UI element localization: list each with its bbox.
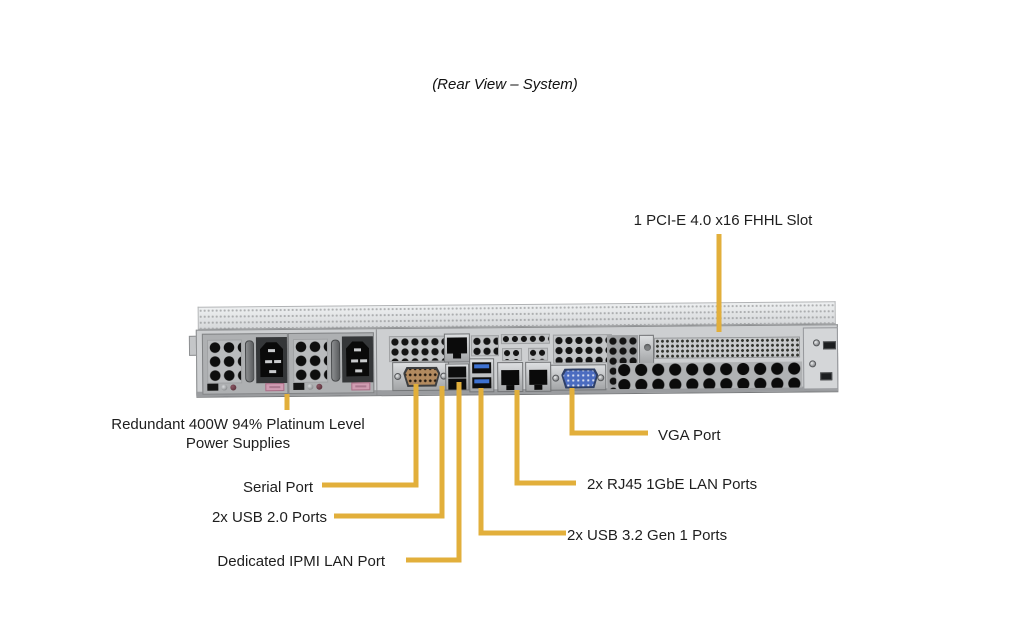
label-vga-port: VGA Port: [658, 427, 721, 444]
callout-line-ipmi: [406, 382, 462, 563]
callout-line-rj45: [514, 390, 576, 486]
label-power-supplies: Redundant 400W 94% Platinum Level Power …: [97, 415, 379, 453]
callout-line-serial: [322, 384, 419, 488]
label-ipmi-lan-port: Dedicated IPMI LAN Port: [217, 553, 385, 570]
callout-line-usb2: [334, 386, 445, 519]
callout-line-vga: [569, 388, 648, 436]
label-power-supplies-line1: Redundant 400W 94% Platinum Level: [111, 416, 365, 433]
label-usb3-ports: 2x USB 3.2 Gen 1 Ports: [567, 527, 728, 544]
label-pcie-slot: 1 PCI-E 4.0 x16 FHHL Slot: [633, 212, 813, 229]
label-usb2-ports: 2x USB 2.0 Ports: [211, 509, 327, 526]
callout-line-usb3: [478, 388, 566, 536]
label-serial-port: Serial Port: [242, 479, 313, 496]
label-rj45-lan-ports: 2x RJ45 1GbE LAN Ports: [587, 476, 758, 493]
diagram-title: (Rear View – System): [432, 76, 578, 93]
label-power-supplies-line2: Power Supplies: [185, 435, 291, 452]
